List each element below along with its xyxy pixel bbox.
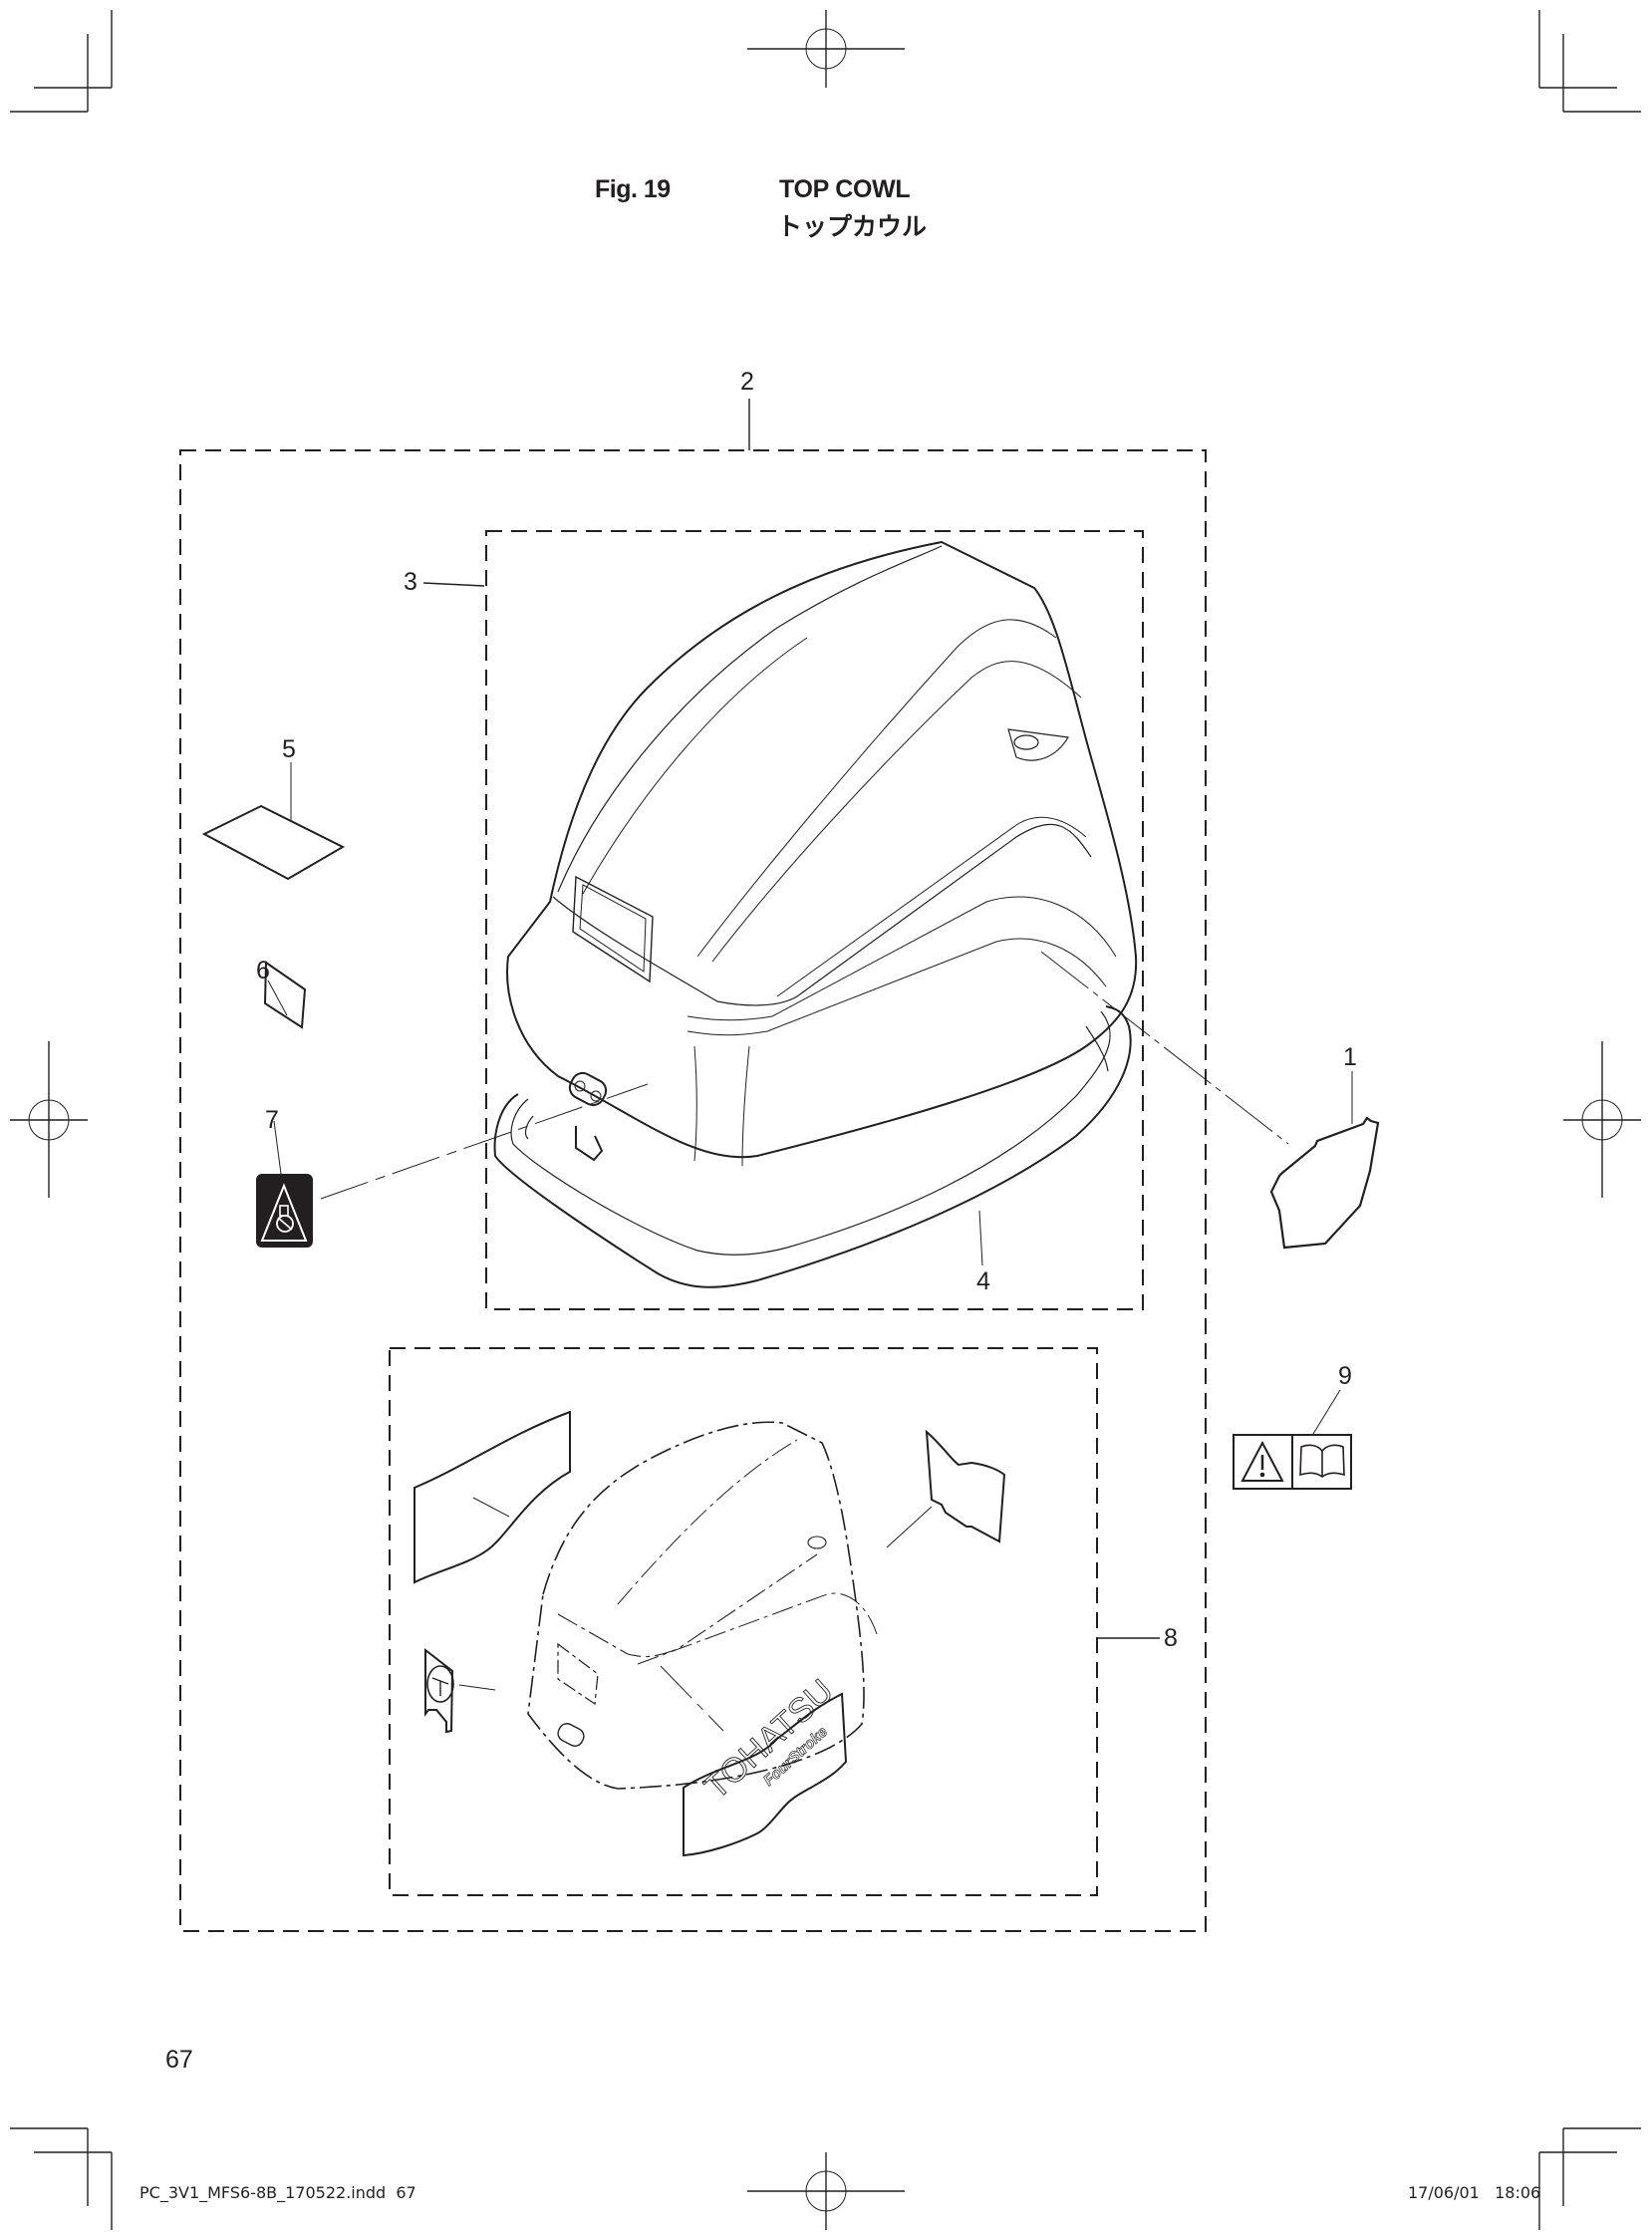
warning-triangle-icon [1240, 1440, 1284, 1482]
callout-3: 3 [404, 568, 417, 596]
cowl-gasket-drawing [493, 1005, 1132, 1288]
callout-7: 7 [265, 1106, 279, 1134]
crop-mark-bottom-left [10, 2127, 113, 2230]
part-6-small-label [263, 961, 307, 1029]
top-cowl-drawing [506, 540, 1138, 1167]
registration-mark-bottom [747, 2152, 905, 2230]
slug-date-time: 17/06/01 18:06 [1408, 2183, 1541, 2202]
crop-mark-bottom-right [1538, 2127, 1641, 2230]
page-title: TOP COWL [779, 175, 911, 203]
part-9-warning-label [1233, 1434, 1352, 1490]
assembly-box-2 [179, 449, 1207, 1932]
registration-mark-left [10, 1041, 88, 1198]
callout-1: 1 [1343, 1043, 1357, 1071]
callout-8: 8 [1164, 1624, 1178, 1652]
crop-mark-top-right [1538, 10, 1641, 113]
assembly-box-8 [389, 1347, 1098, 1896]
registration-mark-top [747, 10, 905, 88]
part-1-decal [1269, 1116, 1380, 1250]
manual-book-icon [1299, 1444, 1345, 1479]
callout-9: 9 [1338, 1362, 1352, 1390]
slug-file-name: PC_3V1_MFS6-8B_170522.indd 67 [139, 2183, 416, 2202]
callout-2: 2 [740, 368, 754, 396]
part-5-label-sheet [201, 804, 346, 881]
assembly-box-3 [485, 530, 1144, 1310]
callout-4: 4 [976, 1267, 990, 1295]
callout-5: 5 [282, 735, 296, 763]
decal-set-drawing [413, 1410, 1006, 1857]
page-title-japanese: トップカウル [777, 212, 928, 241]
page-number: 67 [165, 2046, 193, 2074]
callout-6: 6 [256, 957, 270, 984]
part-7-caution-label-icon [256, 1174, 313, 1248]
registration-mark-right [1563, 1041, 1641, 1198]
crop-mark-top-left [10, 10, 113, 113]
figure-label: Fig. 19 [595, 175, 671, 203]
